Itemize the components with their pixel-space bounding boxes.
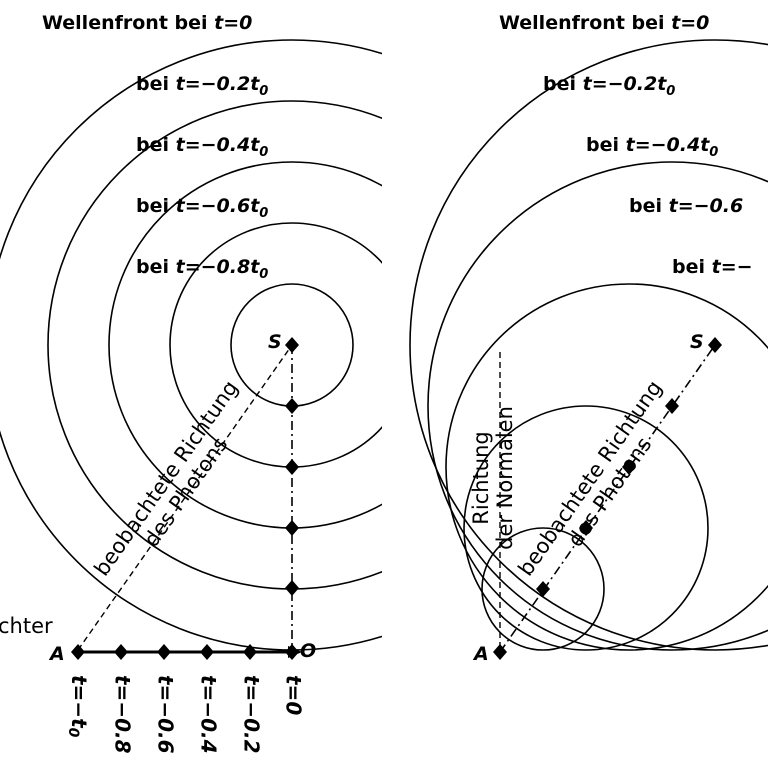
left-wavefront-label-0: Wellenfront bei t=0 [42, 12, 252, 34]
right-observer-point-label: A [472, 643, 489, 665]
right-markers [493, 337, 722, 660]
right-wavefront-t-0.4 [445, 283, 768, 651]
source-diamond-1 [285, 398, 299, 414]
time-tick-labels: t=−t0 t=−0.8 t=−0.6 t=−0.4 t=−0.2 t=0 [65, 675, 306, 754]
left-wavefront-label-1: bei t=−0.2t0 [136, 73, 268, 99]
right-wavefront-label-2: bei t=−0.4t0 [586, 134, 718, 160]
right-wavefront-label-0: Wellenfront bei t=0 [499, 12, 709, 34]
left-origin-label: O [300, 640, 316, 662]
right-wavefront-t-0.6 [463, 405, 709, 651]
observer-diamond-5 [285, 644, 299, 660]
source-diamond-s [285, 337, 299, 353]
right-panel: Wellenfront bei t=0 bei t=−0.2t0 bei t=−… [409, 12, 768, 665]
right-diamond-2 [579, 520, 593, 536]
time-label-t-minus-0.8: t=−0.8 [111, 675, 135, 754]
right-wavefront-label-1: bei t=−0.2t0 [543, 73, 675, 99]
source-diamond-4 [285, 580, 299, 596]
right-direction-label: beobachtete Richtung des Photons [513, 376, 666, 580]
right-wavefront-t-0.8 [481, 527, 605, 651]
source-diamond-3 [285, 520, 299, 536]
right-wavefront-label-3: bei t=−0.6 [629, 195, 743, 217]
right-diamond-s [708, 337, 722, 353]
photon-direction-line [499, 344, 716, 653]
observed-direction-line [77, 344, 293, 651]
left-source-label: S [268, 331, 282, 353]
right-diamond-a [493, 644, 507, 660]
left-observer-point-label: A [48, 643, 65, 665]
observer-diamond-4 [243, 644, 257, 660]
source-path-markers [285, 337, 299, 596]
observer-diamond-2 [157, 644, 171, 660]
time-label-t-minus-0.4: t=−0.4 [197, 675, 221, 754]
right-source-label: S [690, 331, 704, 353]
right-diamond-3 [622, 459, 636, 475]
source-diamond-2 [285, 459, 299, 475]
right-wavefront-label-4: bei t=− [672, 256, 753, 278]
observer-diamond-a [71, 644, 85, 660]
time-label-t-0: t=0 [282, 675, 306, 715]
right-wavefront-t-0.2 [427, 161, 768, 651]
svg-text:beobachtete Richtung: beobachtete Richtung [89, 376, 242, 580]
right-wavefront-t0 [409, 39, 768, 651]
right-wavefronts [409, 39, 768, 651]
left-wavefront-label-3: bei t=−0.6t0 [136, 195, 268, 221]
time-label-t-minus-0.6: t=−0.6 [154, 675, 178, 754]
svg-text:Richtung: Richtung [469, 431, 493, 524]
right-diamond-4 [665, 398, 679, 414]
normal-direction-label: Richtung der Normalen [469, 406, 517, 550]
observer-diamond-3 [200, 644, 214, 660]
left-direction-label: beobachtete Richtung des Photons [89, 376, 242, 580]
observer-diamond-1 [114, 644, 128, 660]
right-diamond-1 [536, 581, 550, 597]
observer-word-label: chter [0, 614, 53, 638]
left-wavefront-label-2: bei t=−0.4t0 [136, 134, 268, 160]
left-panel: Wellenfront bei t=0 bei t=−0.2t0 bei t=−… [0, 12, 382, 754]
left-wavefront-label-4: bei t=−0.8t0 [136, 256, 268, 282]
time-label-t-minus-0.2: t=−0.2 [240, 675, 264, 754]
time-label-t-minus-t0: t=−t0 [65, 675, 92, 738]
svg-text:der Normalen: der Normalen [493, 406, 517, 550]
observer-path-markers [71, 644, 299, 660]
